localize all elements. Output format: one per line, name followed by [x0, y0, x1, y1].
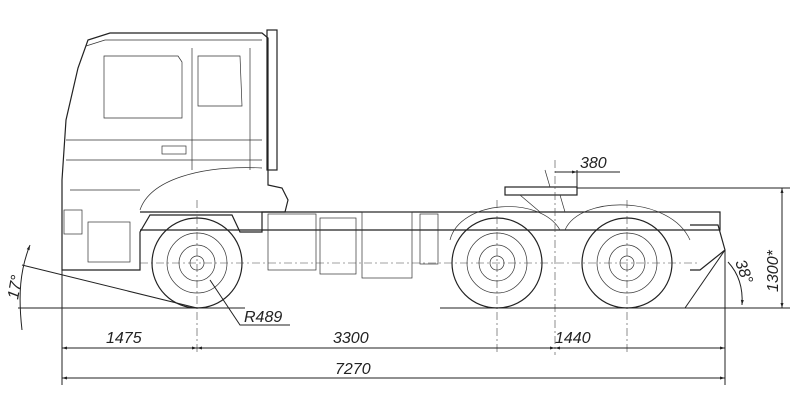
- approach-angle-label: 17°: [5, 273, 26, 300]
- overall-length-label: 7270: [335, 361, 371, 378]
- chassis: [140, 169, 726, 279]
- front-overhang-label: 1475: [106, 330, 142, 347]
- exhaust-stack: [266, 29, 278, 171]
- wheel-radius-label: R489: [244, 309, 282, 326]
- departure-angle-label: 38°: [731, 258, 755, 287]
- wheelbase-label: 3300: [333, 330, 369, 347]
- front-wheel: [151, 217, 243, 309]
- fifth-wheel-offset-label: 380: [580, 155, 607, 172]
- fifth-wheel-height-label: 1300*: [765, 249, 782, 292]
- cab: [61, 29, 289, 271]
- fifth-wheel: [504, 186, 578, 196]
- tandem-spacing-label: 1440: [555, 330, 591, 347]
